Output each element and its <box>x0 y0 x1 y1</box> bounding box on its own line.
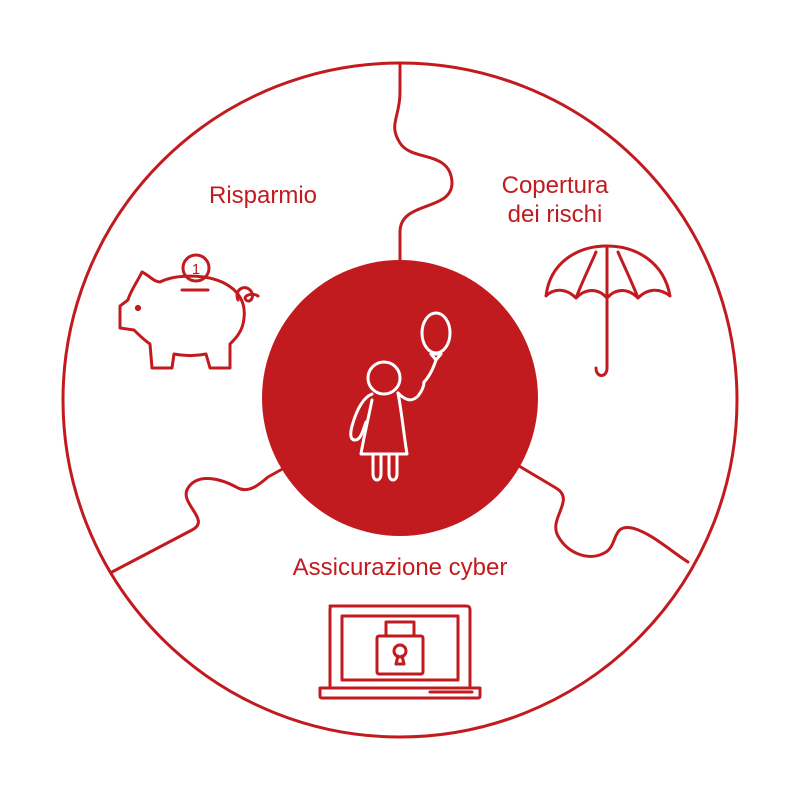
segment-label-cyber: Assicurazione cyber <box>292 554 508 581</box>
puzzle-divider-left <box>110 465 288 574</box>
umbrella-icon <box>544 244 672 377</box>
segment-label-savings: Risparmio <box>208 182 318 209</box>
laptop-lock-icon <box>318 604 482 700</box>
segment-label-risk-coverage: Copertura dei rischi <box>460 171 650 229</box>
coin-number: 1 <box>192 261 200 278</box>
piggy-bank-icon: 1 <box>118 253 260 370</box>
segment-label-risk-coverage-line1: Copertura <box>501 172 609 199</box>
puzzle-divider-top <box>393 61 454 267</box>
child-with-balloon-icon <box>349 311 452 482</box>
puzzle-divider-right <box>512 461 690 564</box>
segment-label-risk-coverage-line2: dei rischi <box>507 201 603 228</box>
